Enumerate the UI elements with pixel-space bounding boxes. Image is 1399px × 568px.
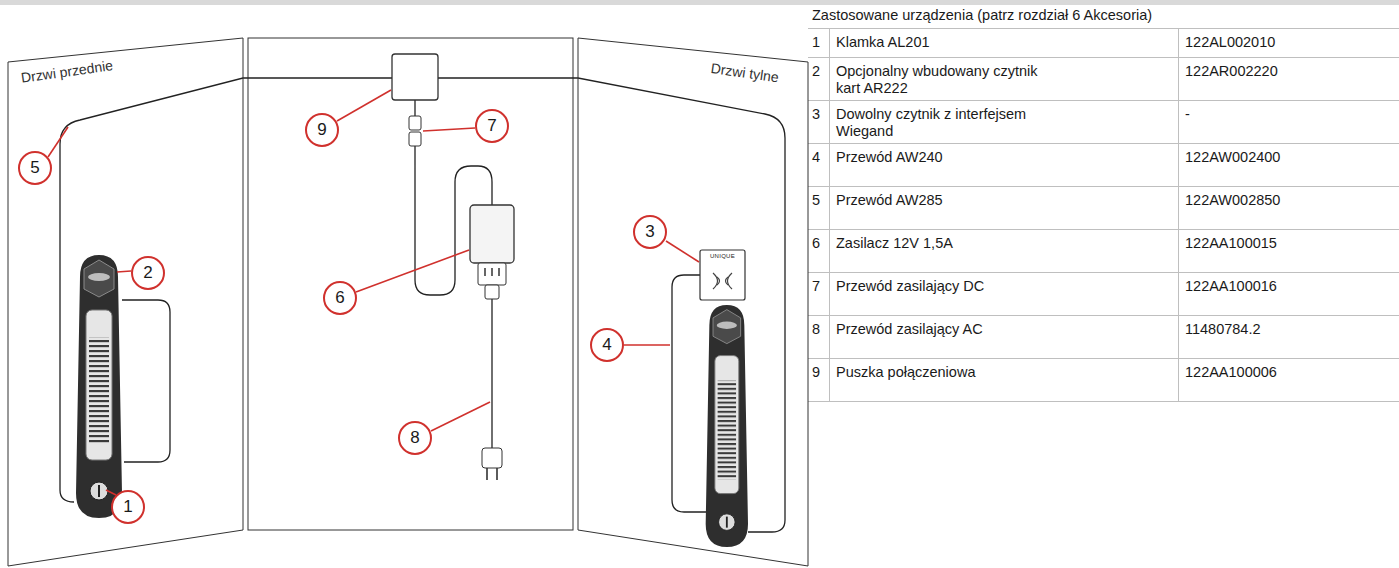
device-name: Zasilacz 12V 1,5A (836, 235, 1051, 252)
callout-circle: 5 (18, 151, 52, 185)
ac-socket (478, 263, 506, 285)
callout-circle: 3 (633, 215, 667, 249)
row-number: 4 (812, 149, 820, 166)
device-name: Klamka AL201 (836, 34, 1051, 51)
device-name: Przewód zasilający DC (836, 278, 1051, 295)
door-outline-shape (8, 38, 243, 566)
cabinet-panel (248, 38, 573, 530)
part-code: 122AW002400 (1185, 149, 1280, 166)
reader-cable (122, 300, 170, 462)
brand-text: UNIQUE (700, 253, 745, 260)
row-number: 5 (812, 192, 820, 209)
junction-box (392, 54, 438, 100)
dc-connector (409, 132, 421, 146)
callout-number: 3 (645, 222, 654, 242)
callout-number: 1 (123, 497, 132, 517)
row-number: 6 (812, 235, 820, 252)
cable-plug (485, 285, 499, 299)
callout-circle: 6 (323, 281, 357, 315)
callout-number: 2 (143, 263, 152, 283)
part-code: 122AW002850 (1185, 192, 1280, 209)
top-band (0, 0, 1399, 5)
callout-circle: 2 (131, 256, 165, 290)
row-number: 9 (812, 364, 820, 381)
callout-number: 9 (317, 120, 326, 140)
cable-aw240 (672, 275, 712, 512)
door-panel: Drzwi tylne 3 4 (574, 30, 810, 568)
row-number: 2 (812, 63, 820, 80)
plug-prongs (487, 468, 497, 480)
callout-circle: 1 (111, 490, 145, 524)
handle-al201 (706, 305, 748, 547)
door-label: Drzwi tylne (710, 60, 780, 86)
part-code: 11480784.2 (1185, 321, 1261, 338)
part-code: 122AA100016 (1185, 278, 1277, 295)
device-name: Przewód AW240 (836, 149, 1051, 166)
leader-lines (48, 90, 699, 495)
row-number: 1 (812, 34, 820, 51)
door-label: Drzwi przednie (20, 57, 114, 87)
cables (60, 78, 785, 532)
socket-pins (485, 268, 499, 276)
dc-connector (409, 116, 421, 130)
door-outline-shape (578, 38, 808, 566)
row-number: 8 (812, 321, 820, 338)
card-reader (700, 250, 745, 300)
device-name: Przewód AW285 (836, 192, 1051, 209)
callout-number: 8 (410, 428, 419, 448)
door-panel: Drzwi przednie 5 2 1 (0, 30, 250, 568)
power-supply (470, 205, 514, 263)
part-code: 122AR002220 (1185, 63, 1278, 80)
callout-circle: 7 (475, 109, 509, 143)
door-outline (0, 30, 250, 568)
mains-plug (482, 448, 502, 468)
callout-number: 5 (30, 158, 39, 178)
device-name: Przewód zasilający AC (836, 321, 1051, 338)
door-outline (574, 30, 810, 568)
part-code: 122AA100015 (1185, 235, 1277, 252)
handle-al201 (76, 255, 122, 518)
ac-cable (491, 299, 492, 448)
callout-circle: 8 (398, 421, 432, 455)
table-rules (808, 28, 1399, 402)
part-code: 122AA100006 (1185, 364, 1277, 381)
device-name: Dowolny czytnik z interfejsem Wiegand (836, 106, 1051, 141)
row-number: 3 (812, 106, 820, 123)
dc-cable-top (414, 100, 415, 116)
table-header: Zastosowane urządzenia (patrz rozdział 6… (812, 7, 1152, 24)
callout-circle: 9 (305, 113, 339, 147)
rfid-symbol (713, 273, 732, 289)
callout-number: 7 (487, 116, 496, 136)
part-code: 122AL002010 (1185, 34, 1275, 51)
part-code: - (1185, 106, 1190, 123)
callout-number: 6 (335, 288, 344, 308)
device-name: Puszka połączeniowa (836, 364, 1051, 381)
callout-number: 4 (602, 335, 611, 355)
callout-circle: 4 (590, 328, 624, 362)
device-name: Opcjonalny wbudowany czytnik kart AR222 (836, 63, 1051, 98)
row-number: 7 (812, 278, 820, 295)
